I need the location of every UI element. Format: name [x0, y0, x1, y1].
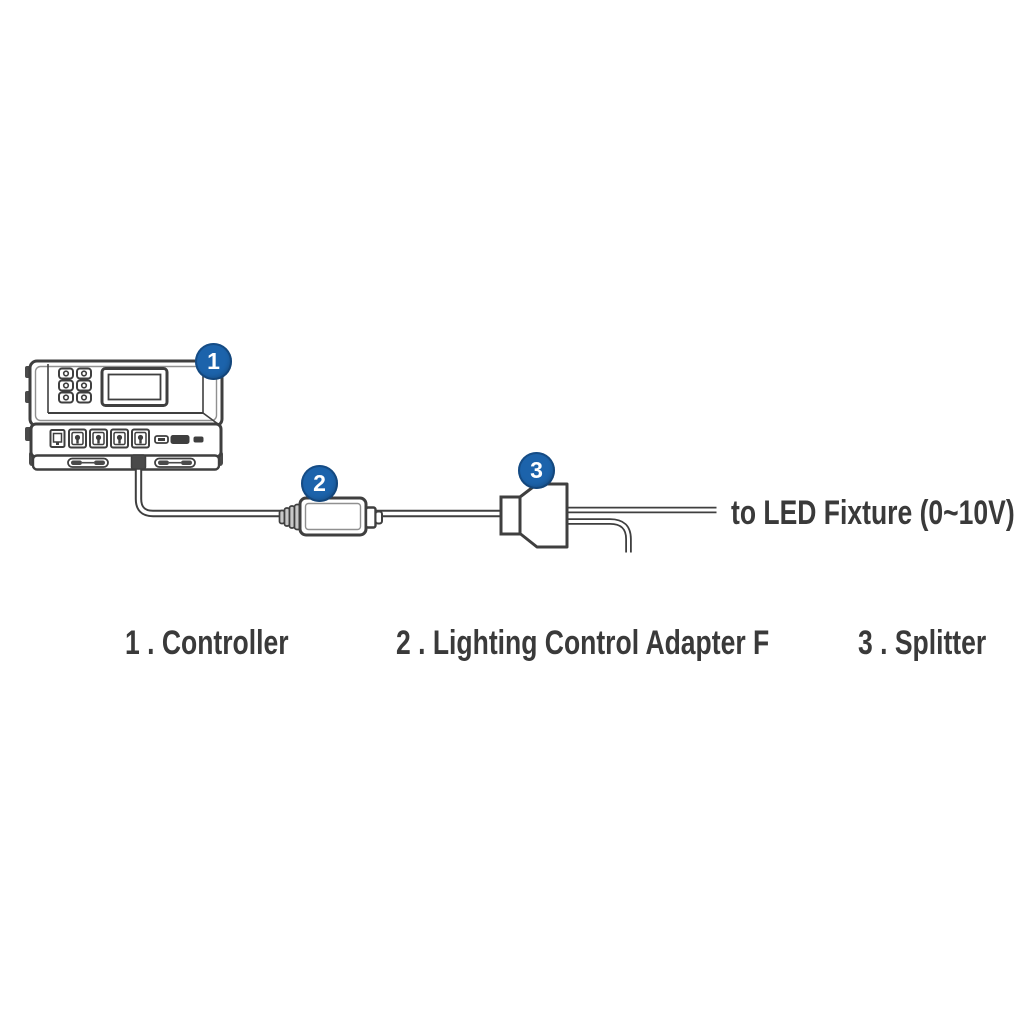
splitter-body — [518, 482, 569, 549]
adapter-output-clip — [374, 510, 383, 525]
controller-screen — [100, 367, 169, 407]
badge-1: 1 — [195, 343, 232, 380]
splitter-input-neck — [499, 495, 523, 536]
cable-splitter-branch — [558, 518, 632, 553]
badge-2-number: 2 — [313, 470, 326, 496]
legend-controller: 1 . Controller — [125, 624, 289, 662]
badge-1-number: 1 — [207, 348, 220, 374]
controller-inner-bevel — [34, 365, 218, 422]
adapter-strain-relief — [278, 503, 302, 531]
led-fixture-annotation: to LED Fixture (0~10V) — [731, 494, 1015, 532]
controller-cable-stub — [130, 454, 147, 470]
badge-2: 2 — [301, 465, 338, 502]
controller-slots — [154, 435, 204, 444]
badge-3: 3 — [518, 452, 555, 489]
controller-bottom-strip — [31, 454, 221, 471]
adapter-output-plug — [364, 506, 377, 529]
splitter-drawing — [499, 482, 569, 549]
legend-splitter: 3 . Splitter — [858, 624, 987, 662]
legend-lighting-control-adapter: 2 . Lighting Control Adapter F — [396, 624, 770, 662]
badge-3-number: 3 — [530, 457, 543, 483]
cable-controller-to-adapter — [134, 462, 288, 518]
controller-keypad — [58, 367, 92, 404]
controller-plug-ports — [68, 428, 150, 449]
adapter-drawing — [278, 496, 383, 537]
adapter-body-inner — [304, 502, 362, 531]
controller-ethernet-port — [49, 429, 66, 448]
controller-drawing — [25, 359, 224, 471]
